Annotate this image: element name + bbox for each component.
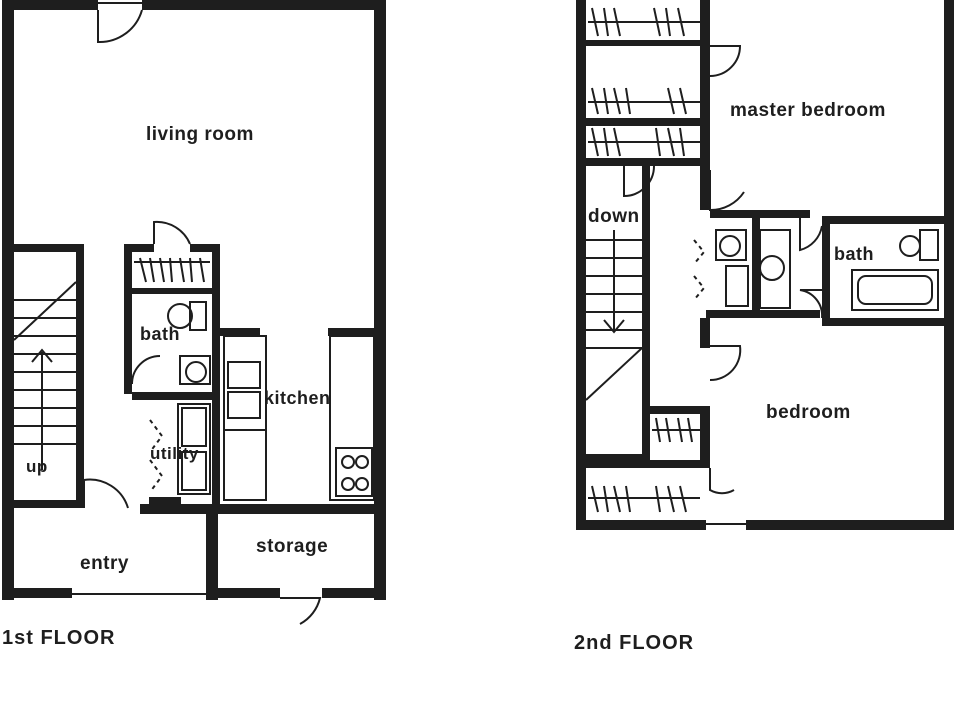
stairs-up: [13, 281, 77, 470]
bath-label-second-floor: bath: [834, 244, 874, 264]
bedroom-closet-wall-east: [700, 406, 710, 466]
bedroom-door: [709, 345, 742, 382]
bath-wall-east: [212, 244, 220, 514]
wall-north-left: [2, 0, 98, 10]
closet-door-3: [709, 468, 735, 495]
wall-south-left-2: [576, 520, 706, 530]
stair-wall-east: [76, 244, 84, 504]
storage-label: storage: [256, 536, 329, 557]
bath-door-lower: [799, 289, 824, 319]
closet-hangers-first-floor: [134, 257, 210, 283]
stair-wall-top: [14, 244, 82, 252]
storage-door: [280, 597, 322, 625]
wall-west-2: [576, 0, 586, 530]
wall-south-right: [322, 588, 386, 598]
bedroom-wall-stub: [700, 318, 710, 348]
stair-wall-east-2: [642, 166, 650, 296]
wall-east: [374, 0, 386, 600]
entry-door: [83, 478, 129, 509]
storage-wall-top: [206, 504, 386, 514]
closet-door: [153, 220, 191, 245]
stairs-down-label: down: [588, 206, 640, 227]
kitchen-label: kitchen: [264, 388, 331, 408]
closet-shelf-2: [586, 118, 710, 126]
second-floor-plan: [576, 0, 954, 530]
wall-north-right: [142, 0, 386, 10]
wall-south-right-2: [746, 520, 954, 530]
bath-wall-top-right: [190, 244, 220, 252]
first-floor-plan: [2, 0, 386, 625]
first-floor-title: 1st FLOOR: [2, 627, 116, 649]
bath-divider: [752, 218, 760, 318]
stair-wall-bottom-2: [586, 454, 650, 462]
wall-south-left: [2, 588, 72, 598]
master-bedroom-label: master bedroom: [730, 100, 886, 121]
master-bath-wall-west: [822, 216, 830, 326]
hall-wall-north: [700, 120, 710, 210]
closet-wall: [132, 288, 212, 294]
bath-wall-top-left: [124, 244, 154, 252]
bedroom-closet-wall-bottom: [586, 460, 710, 468]
bath-fixtures-second-floor: [693, 229, 939, 311]
storage-wall-west: [206, 504, 218, 600]
closet-column-wall: [700, 0, 710, 120]
bath-wall-west: [124, 244, 132, 394]
closet-shelf-1: [586, 40, 700, 46]
master-bath-wall-top: [830, 216, 954, 224]
kitchen-wall-top-left: [220, 328, 260, 336]
wall-west: [2, 0, 14, 600]
closet-shelf-3: [586, 158, 710, 166]
entry-label: entry: [80, 553, 129, 574]
utility-label: utility: [150, 444, 199, 463]
bath-fixtures-first-floor: [131, 301, 211, 385]
bedroom-closet-wall-top: [650, 406, 706, 414]
living-room-door: [97, 9, 143, 44]
hall-bath-wall-top: [710, 210, 810, 218]
kitchen-counters: [223, 335, 375, 501]
master-bath-wall-bottom: [830, 318, 954, 326]
stair-wall-bottom: [14, 500, 84, 508]
bath-label-first-floor: bath: [140, 324, 180, 344]
bath-wall-bottom: [132, 392, 212, 400]
master-bath-door: [799, 218, 823, 252]
closet-hangers-second-floor: [588, 7, 742, 157]
second-floor-title: 2nd FLOOR: [574, 632, 695, 654]
bedroom-label: bedroom: [766, 402, 851, 423]
stairs-up-label: up: [26, 457, 48, 476]
master-bedroom-door: [709, 170, 745, 212]
utility-fixtures: [149, 403, 211, 507]
entry-wall-top: [140, 504, 230, 514]
bedroom-closet-hangers: [588, 417, 700, 513]
living-room-label: living room: [146, 124, 254, 145]
kitchen-wall-top-right: [328, 328, 374, 336]
stair-wall-lower: [642, 296, 650, 466]
wall-south-mid: [210, 588, 280, 598]
wall-east-2: [944, 0, 954, 530]
stairs-down: [585, 230, 643, 401]
hall-bath-wall-bottom: [706, 310, 820, 318]
